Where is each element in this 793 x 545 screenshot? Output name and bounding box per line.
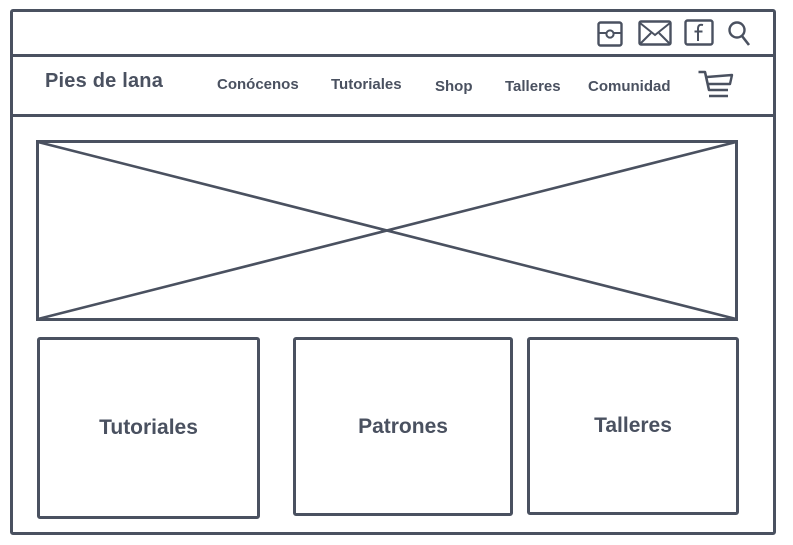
card-label: Patrones bbox=[358, 414, 448, 438]
main-navigation-bar bbox=[10, 57, 776, 117]
nav-item-conocenos[interactable]: Conócenos bbox=[217, 76, 299, 93]
search-icon[interactable] bbox=[727, 20, 751, 48]
cart-icon[interactable] bbox=[697, 69, 735, 99]
instagram-icon[interactable] bbox=[597, 21, 623, 47]
browser-frame bbox=[10, 9, 776, 535]
card-label: Talleres bbox=[594, 414, 672, 437]
nav-item-talleres[interactable]: Talleres bbox=[505, 78, 561, 95]
mail-icon[interactable] bbox=[638, 20, 672, 46]
card-talleres[interactable]: Talleres bbox=[527, 337, 739, 515]
card-label: Tutoriales bbox=[99, 416, 198, 439]
top-utility-bar bbox=[10, 9, 776, 57]
hero-image-placeholder bbox=[36, 140, 738, 321]
nav-item-comunidad[interactable]: Comunidad bbox=[588, 78, 671, 95]
nav-item-shop[interactable]: Shop bbox=[435, 78, 473, 95]
facebook-icon[interactable] bbox=[684, 19, 714, 46]
card-tutoriales[interactable]: Tutoriales bbox=[37, 337, 260, 519]
nav-item-tutoriales[interactable]: Tutoriales bbox=[331, 76, 402, 93]
card-patrones[interactable]: Patrones bbox=[293, 337, 513, 516]
brand-logo-text[interactable]: Pies de lana bbox=[45, 70, 164, 92]
